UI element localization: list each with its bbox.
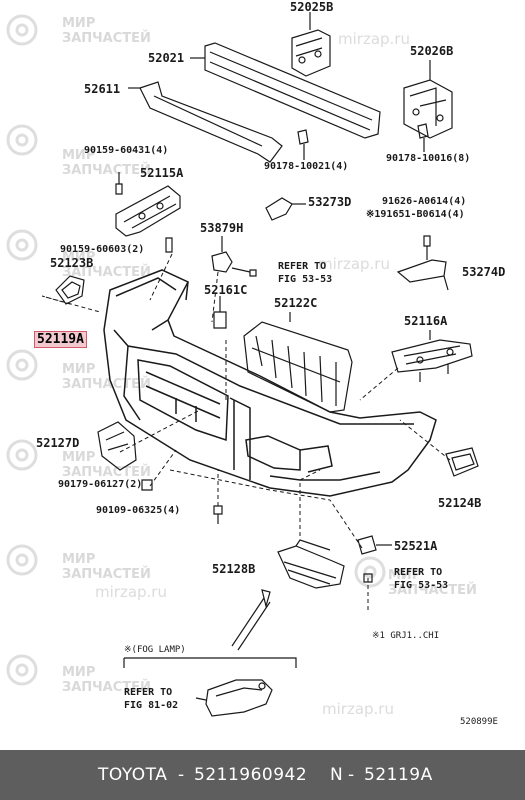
screw-53-53 [363,573,373,583]
part-label-52021[interactable]: 52021 [148,51,185,65]
bumper-reinforcement-52021 [190,42,381,139]
part-label-52116a[interactable]: 52116A [404,314,448,328]
footer-brand: TOYOTA [98,765,168,785]
footer-separator: - [348,765,355,785]
watermark-url: mirzap.ru [318,255,390,273]
part-label-91626-a0614[interactable]: 91626-A0614(4) [382,196,467,207]
watermark-pin-icon [6,14,386,686]
fog-lamp-bracket [123,657,297,668]
bracket-53274d [396,235,449,291]
screw-90109 [213,505,223,524]
part-label-52161c[interactable]: 52161C [204,283,248,297]
bumper-exploded-view [6,12,479,717]
bracket-52116a [391,330,473,382]
fog-lamp [195,679,273,717]
part-label-91651-b0614[interactable]: ※191651-B0614(4) [366,209,465,220]
bracket-53273d [265,197,306,221]
part-label-90178-10016[interactable]: 90178-10016(8) [386,153,471,164]
bumper-cover-52119a [103,269,437,497]
part-label-52128b[interactable]: 52128B [212,562,256,576]
clip-90179 [141,479,153,491]
grj-note: ※1 GRJ1..CHI [372,631,440,641]
part-label-52119a-highlighted[interactable]: 52119A [34,331,87,348]
part-label-52122c[interactable]: 52122C [274,296,318,310]
bracket-52026b [403,60,453,139]
part-label-52124b[interactable]: 52124B [438,496,482,510]
part-label-52026b[interactable]: 52026B [410,44,454,58]
side-cover-52127d [97,421,137,471]
fog-lamp-cover-52128b [277,539,345,589]
bracket-52025b [291,12,331,77]
part-label-52127d[interactable]: 52127D [36,436,80,450]
part-info-footer: TOYOTA - 5211960942 N - 52119A [0,750,525,800]
part-label-52611[interactable]: 52611 [84,82,121,96]
watermark-url: mirzap.ru [338,30,410,48]
bracket-52115a [115,172,181,253]
bolt-90178 [297,123,429,160]
watermark-url: mirzap.ru [95,583,167,601]
footer-n-value: 52119A [364,765,433,785]
footer-separator: - [178,765,185,785]
fog-lamp-note: ※(FOG LAMP) [124,645,186,655]
grille-52122c [243,312,353,413]
part-label-90159-60603[interactable]: 90159-60603(2) [60,244,145,255]
cover-52124b [445,447,479,477]
footer-n-label: N [330,765,344,785]
leader-lines [41,253,451,610]
part-label-90178-10021[interactable]: 90178-10021(4) [264,161,349,172]
arrow-icon [231,589,271,651]
part-label-52123b[interactable]: 52123B [50,256,94,270]
part-label-53274d[interactable]: 53274D [462,265,506,279]
part-label-90109-06325[interactable]: 90109-06325(4) [96,505,181,516]
part-label-90159-60431[interactable]: 90159-60431(4) [84,145,169,156]
part-label-53273d[interactable]: 53273D [308,195,352,209]
part-label-52115a[interactable]: 52115A [140,166,184,180]
retainer-52161c [213,296,227,329]
part-label-52521a[interactable]: 52521A [394,539,438,553]
bracket-52521a [357,535,392,555]
diagram-code: 520899E [460,717,498,727]
watermark-url: mirzap.ru [322,700,394,718]
footer-part-number: 5211960942 [194,765,308,785]
cover-52123b [55,275,85,305]
part-label-90179-06127[interactable]: 90179-06127(2) [58,479,143,490]
clip-53879h [211,236,257,277]
energy-absorber-52611 [128,81,283,163]
part-label-53879h[interactable]: 53879H [200,221,244,235]
part-label-52025b[interactable]: 52025B [290,0,334,14]
